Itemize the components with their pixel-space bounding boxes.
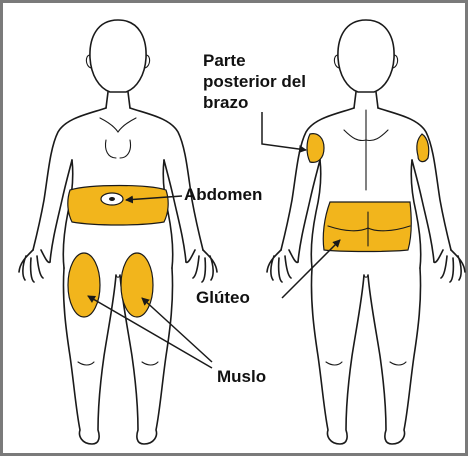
navel-dot xyxy=(109,197,115,201)
right-thigh-zone xyxy=(121,253,153,317)
gluteus-label: Glúteo xyxy=(196,287,250,308)
left-thigh-arrow xyxy=(88,296,212,368)
left-upper-arm-zone xyxy=(307,134,324,163)
thigh-label: Muslo xyxy=(217,366,266,387)
right-upper-arm-zone xyxy=(417,134,429,162)
abdomen-label: Abdomen xyxy=(184,184,262,205)
abdomen-zone xyxy=(68,186,168,226)
left-thigh-zone xyxy=(68,253,100,317)
upper-arm-arrow xyxy=(262,112,306,150)
upper-arm-label: Parte posterior del brazo xyxy=(203,50,306,113)
front-body-figure xyxy=(19,20,217,444)
